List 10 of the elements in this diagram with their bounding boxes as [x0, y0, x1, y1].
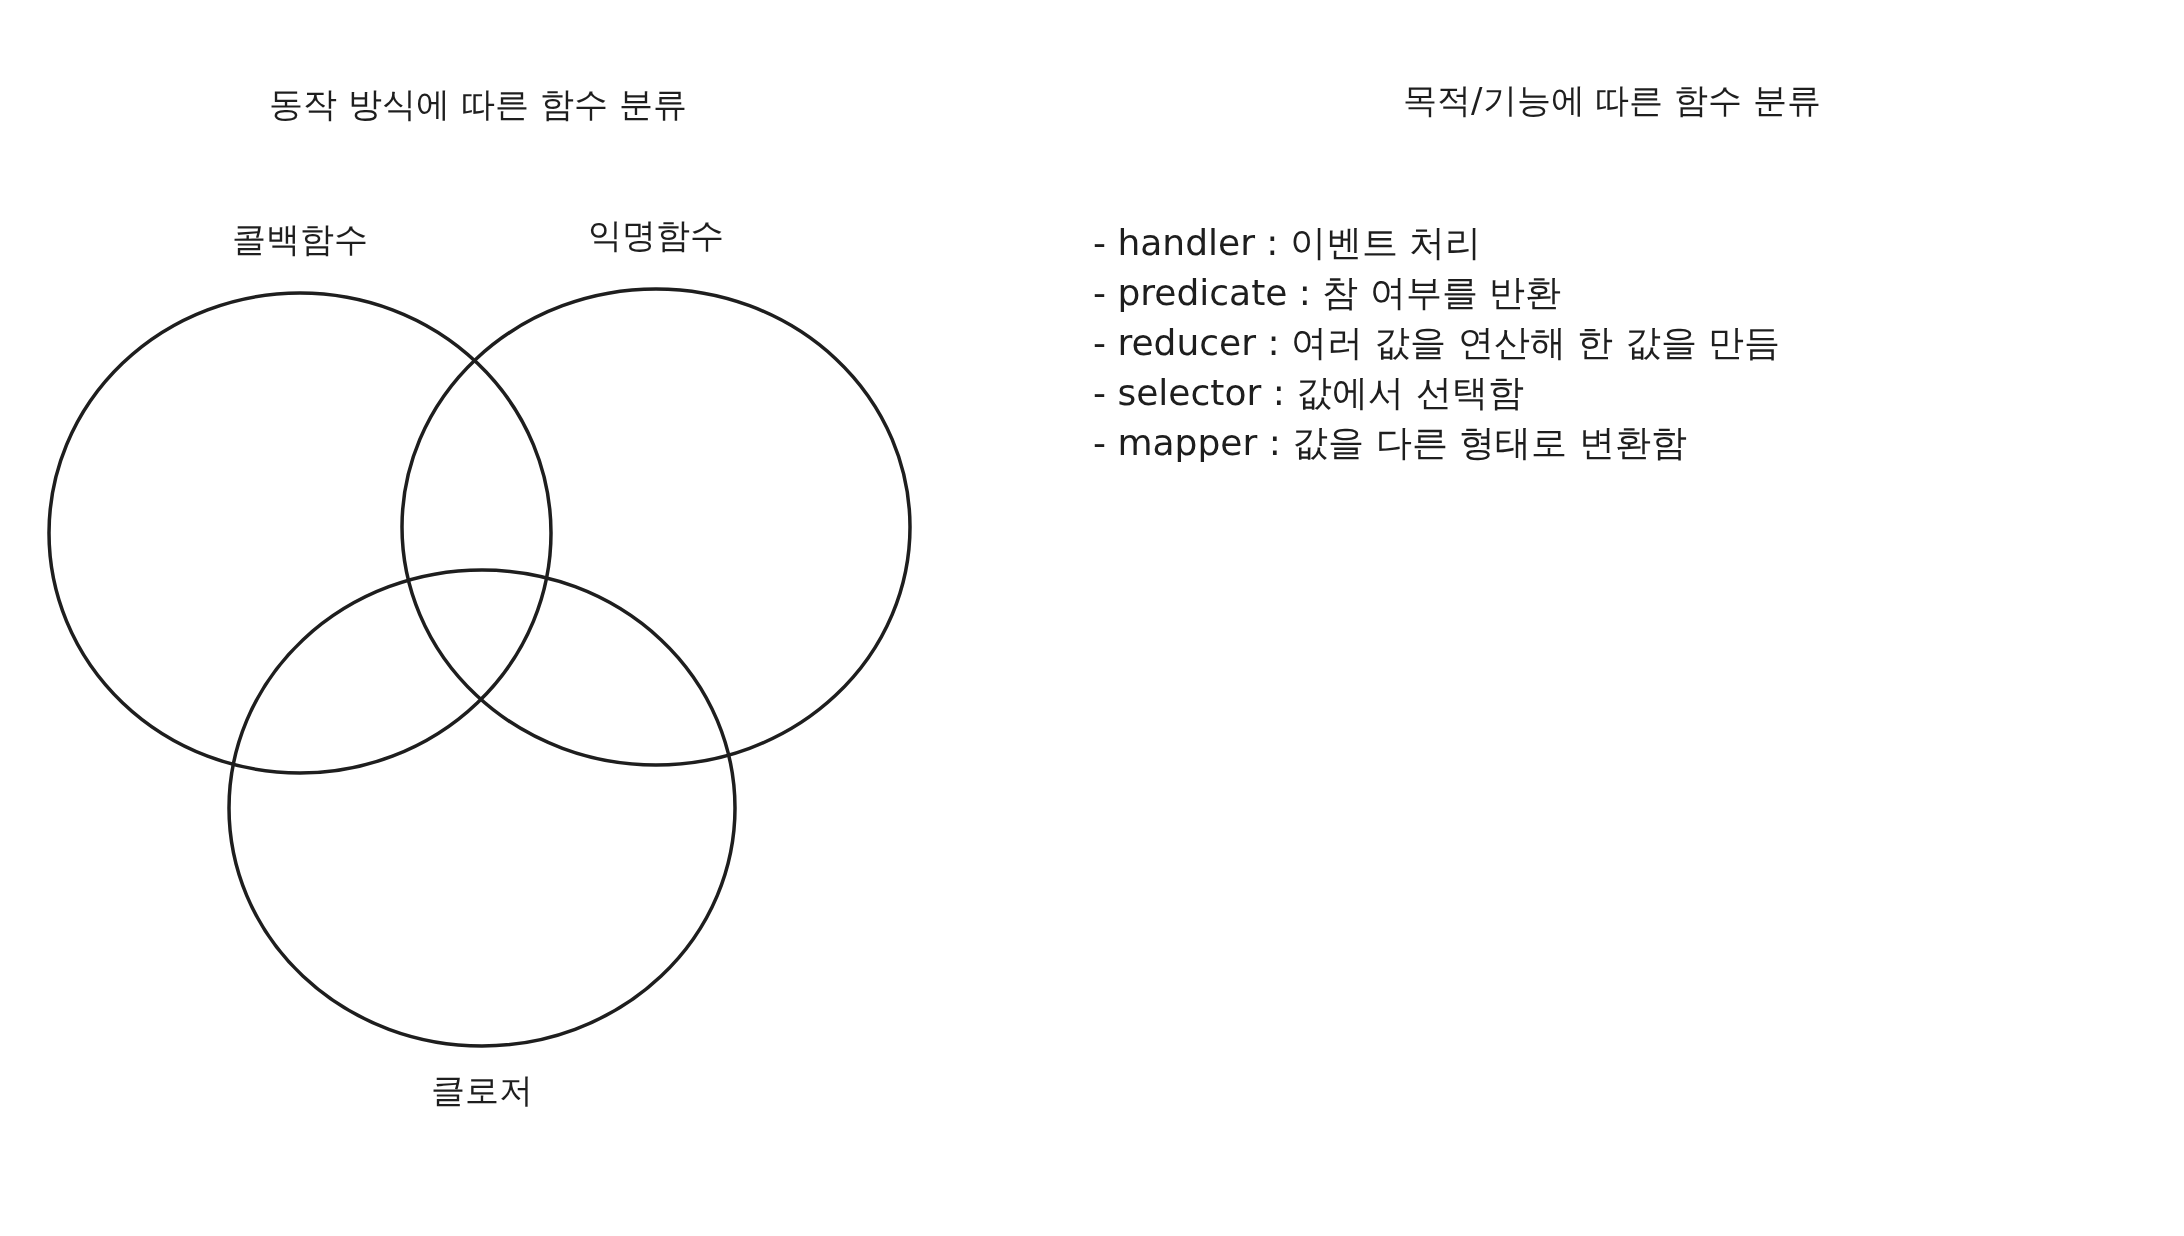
circle-label: 클로저	[431, 1069, 533, 1112]
section-heading: 동작 방식에 따른 함수 분류	[269, 83, 687, 126]
list-item: - mapper : 값을 다른 형태로 변환함	[1093, 422, 1688, 464]
list-item: - predicate : 참 여부를 반환	[1093, 272, 1563, 314]
circle-label: 콜백함수	[232, 218, 368, 261]
list-item: - selector : 값에서 선택함	[1093, 372, 1525, 414]
list-item: - reducer : 여러 값을 연산해 한 값을 만듬	[1093, 322, 1781, 364]
list-item: - handler : 이벤트 처리	[1093, 222, 1483, 264]
circle-label: 익명함수	[588, 214, 724, 257]
section-heading: 목적/기능에 따른 함수 분류	[1403, 79, 1821, 122]
